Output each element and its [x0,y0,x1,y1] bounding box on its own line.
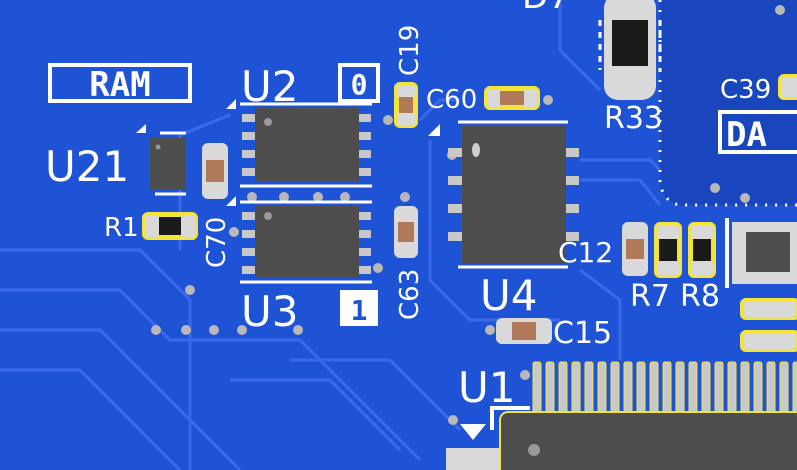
u1-pin [727,361,737,415]
u1-pin [636,361,646,415]
u21-label: U21 [45,142,129,191]
u1-chip[interactable] [499,411,797,470]
r8-label: R8 [680,279,720,314]
u1-pin [571,361,581,415]
u1-pin [610,361,620,415]
u4-label: U4 [480,271,537,320]
u1-pin-row [532,361,797,415]
u2-label: U2 [241,62,298,111]
r8-resistor[interactable] [688,222,716,278]
u1-pin [779,361,789,415]
u21-pin1-marker [136,124,146,133]
c39-capacitor[interactable] [778,74,797,100]
u3-label: U3 [241,287,298,336]
u1-pin [740,361,750,415]
c60-capacitor[interactable] [484,86,540,110]
r33-label: R33 [604,101,663,136]
u1-pin [675,361,685,415]
r1-resistor[interactable] [142,212,198,240]
u1-pin [558,361,568,415]
c39-label: C39 [720,75,771,105]
c19-label: C19 [395,25,425,76]
u1-silk-corner [490,406,530,430]
u1-pin [597,361,607,415]
u1-side-pad [446,448,506,470]
right-small-parts [740,298,797,352]
keepout-outline [658,0,797,207]
u4-pin1-marker [428,124,440,136]
u1-pin [545,361,555,415]
r7-label: R7 [630,279,670,314]
d7-label: D7 [522,0,570,17]
u1-pin [714,361,724,415]
c15-label: C15 [553,316,612,351]
c63-label: C63 [395,269,425,320]
u1-pin [753,361,763,415]
u1-pin1-marker [460,424,486,440]
u1-pin [649,361,659,415]
u2-pin1-marker [226,99,236,109]
u1-pin [662,361,672,415]
u4-chip[interactable] [448,126,579,264]
da-label: DA [726,115,767,155]
u1-pin [584,361,594,415]
da-label-box [718,110,797,154]
c70-capacitor[interactable] [202,143,228,199]
ram-label-box [48,63,192,103]
u3-pin1-marker [226,196,236,206]
u1-pin [623,361,633,415]
c15-capacitor[interactable] [496,318,552,344]
u1-pin [766,361,776,415]
u1-pin1-dot [528,444,540,456]
u3-index: 1 [351,294,368,327]
vias [151,5,785,425]
r7-resistor[interactable] [654,222,682,278]
u3-chip[interactable] [242,206,371,278]
u1-pin [532,361,542,415]
r1-label: R1 [104,213,139,243]
u21-chip[interactable] [150,138,186,190]
c12-label: C12 [558,236,613,269]
u1-label: U1 [458,363,515,412]
u2-index: 0 [351,68,368,101]
u1-pin [701,361,711,415]
u2-index-box [338,63,380,103]
u3-index-box [340,290,378,326]
u1-pin [688,361,698,415]
u2-chip[interactable] [242,108,371,182]
right-component[interactable] [725,218,797,288]
ram-label: RAM [89,65,150,105]
u1-pin [792,361,797,415]
c63-capacitor[interactable] [394,206,418,258]
c19-capacitor[interactable] [394,82,418,128]
c70-label: C70 [202,217,232,268]
c60-label: C60 [426,85,477,115]
r33-resistor[interactable] [604,0,656,100]
c12-capacitor[interactable] [622,222,648,276]
